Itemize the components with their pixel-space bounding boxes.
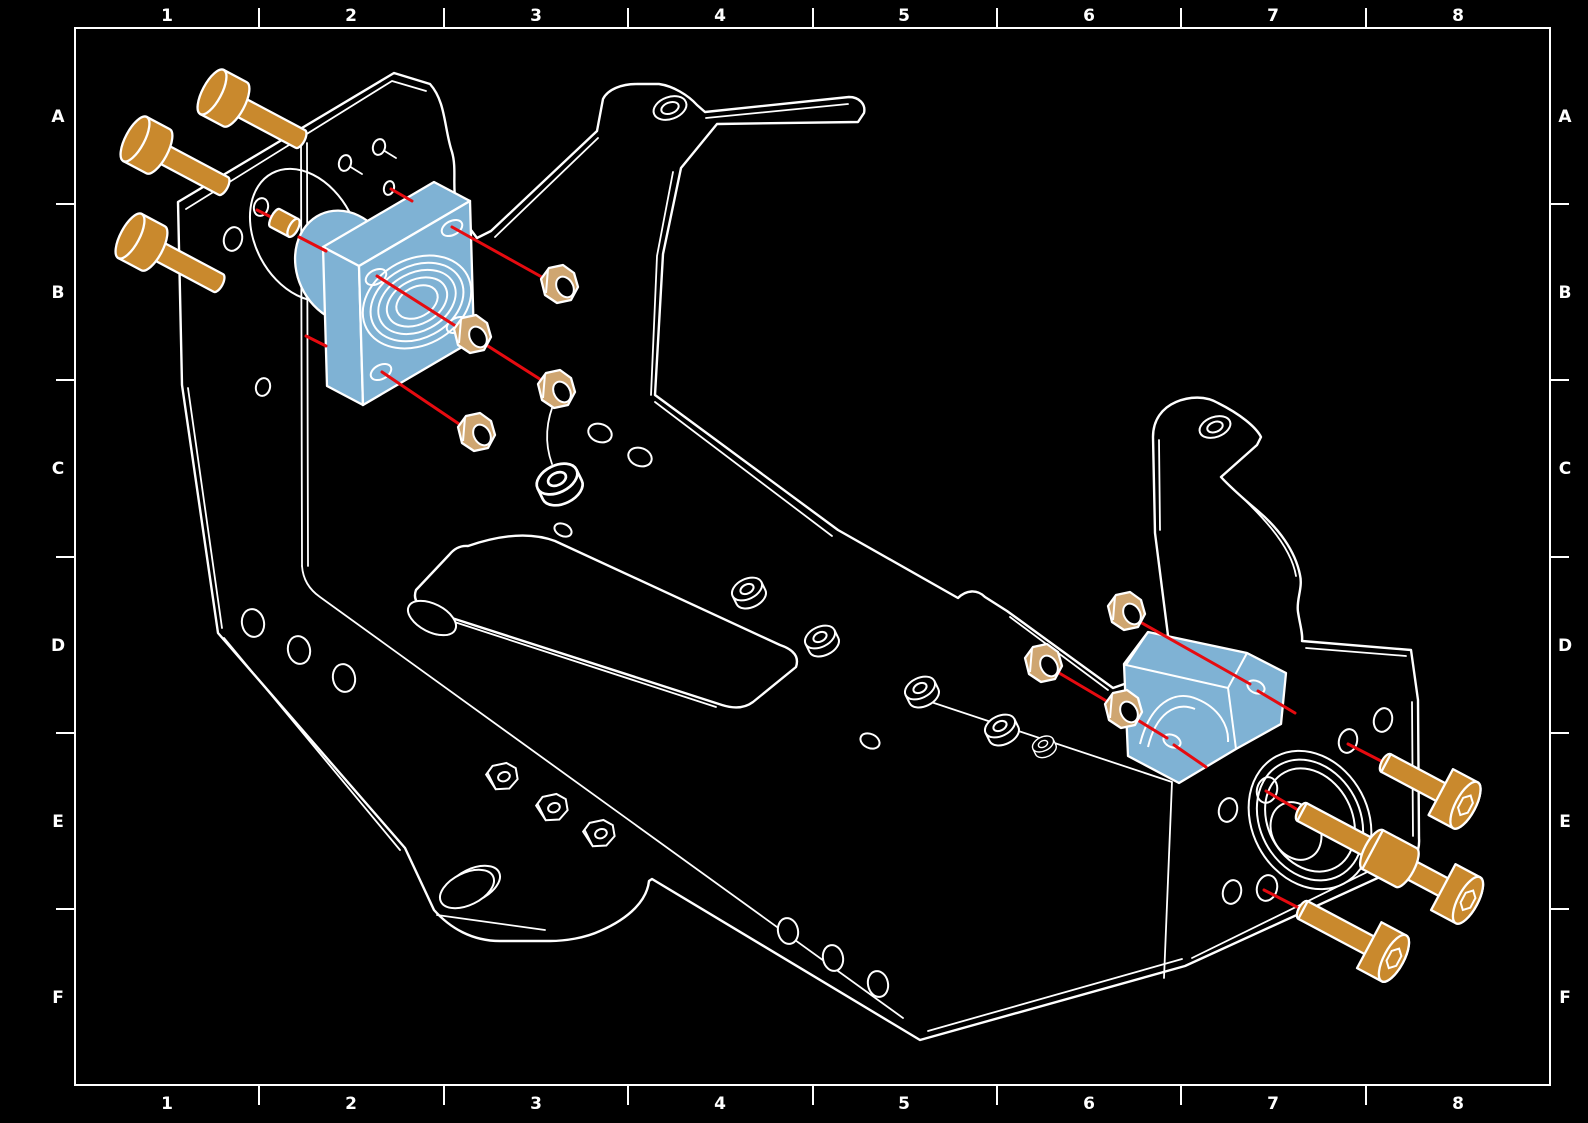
col-label-bottom-6: 6 bbox=[1083, 1094, 1095, 1114]
zone-ticks bbox=[56, 8, 1569, 1105]
hex-nut bbox=[539, 263, 580, 305]
col-label-top-1: 1 bbox=[161, 6, 173, 26]
washers bbox=[535, 462, 1057, 759]
cap-screw bbox=[1295, 899, 1411, 983]
spacer bbox=[268, 208, 301, 239]
col-label-top-4: 4 bbox=[714, 6, 726, 26]
row-label-left-d: D bbox=[51, 636, 65, 656]
row-label-left-e: E bbox=[52, 812, 64, 832]
row-label-right-f: F bbox=[1559, 988, 1571, 1008]
chassis-silhouette bbox=[176, 71, 1421, 1042]
hex-nuts bbox=[452, 263, 1147, 730]
col-label-bottom-8: 8 bbox=[1452, 1094, 1464, 1114]
washer bbox=[983, 713, 1020, 747]
bearing-boss bbox=[1247, 749, 1373, 891]
white-nuts bbox=[484, 761, 616, 848]
col-label-top-5: 5 bbox=[898, 6, 910, 26]
row-label-right-a: A bbox=[1558, 107, 1572, 127]
tab-holes bbox=[439, 95, 1232, 910]
flange-bearing-block bbox=[293, 180, 476, 407]
hex-nut bbox=[536, 368, 577, 410]
cap-screw bbox=[196, 68, 308, 150]
col-label-bottom-1: 1 bbox=[161, 1094, 173, 1114]
cap-screw bbox=[1294, 801, 1485, 925]
explosion-lines bbox=[255, 187, 1385, 910]
grid-labels: 1 2 3 4 5 6 7 8 1 2 3 4 5 6 7 8 A B C D … bbox=[51, 6, 1572, 1114]
washer bbox=[903, 675, 940, 709]
row-label-right-c: C bbox=[1559, 459, 1571, 479]
col-label-top-2: 2 bbox=[345, 6, 357, 26]
bearing-blocks bbox=[293, 180, 1288, 785]
col-label-bottom-5: 5 bbox=[898, 1094, 910, 1114]
col-label-bottom-3: 3 bbox=[530, 1094, 542, 1114]
hex-nut bbox=[1023, 642, 1064, 684]
drawing-frame: 1 2 3 4 5 6 7 8 1 2 3 4 5 6 7 8 A B C D … bbox=[51, 6, 1572, 1114]
col-label-bottom-4: 4 bbox=[714, 1094, 726, 1114]
deck-cutout-lip bbox=[435, 615, 717, 708]
chassis-fold-lines bbox=[185, 80, 1414, 1032]
row-label-left-c: C bbox=[52, 459, 64, 479]
white-nut bbox=[581, 818, 616, 848]
washer bbox=[730, 576, 767, 610]
washer bbox=[535, 462, 584, 507]
white-nut bbox=[484, 761, 519, 791]
spacer-sleeve bbox=[1358, 828, 1420, 889]
row-label-left-f: F bbox=[52, 988, 64, 1008]
hex-nut bbox=[452, 313, 493, 355]
row-label-left-b: B bbox=[52, 283, 65, 303]
washer bbox=[1031, 735, 1057, 759]
border-rect bbox=[74, 27, 1551, 1086]
row-label-right-b: B bbox=[1559, 283, 1572, 303]
row-label-left-a: A bbox=[51, 107, 65, 127]
hex-socket-icon bbox=[1385, 947, 1403, 970]
col-label-bottom-7: 7 bbox=[1267, 1094, 1279, 1114]
hex-nut bbox=[456, 411, 497, 453]
hex-socket-icon bbox=[1459, 889, 1477, 912]
chassis bbox=[176, 71, 1421, 1042]
row-label-right-d: D bbox=[1558, 636, 1572, 656]
white-nut bbox=[534, 792, 569, 822]
row-label-right-e: E bbox=[1559, 812, 1571, 832]
washer bbox=[803, 624, 840, 658]
chassis-holes bbox=[222, 138, 1394, 998]
flange-block-bore bbox=[361, 254, 473, 350]
deck-cutout bbox=[413, 534, 799, 709]
cap-screws bbox=[114, 68, 1485, 983]
col-label-top-6: 6 bbox=[1083, 6, 1095, 26]
col-label-bottom-2: 2 bbox=[345, 1094, 357, 1114]
cap-screw bbox=[119, 115, 231, 197]
col-label-top-8: 8 bbox=[1452, 6, 1464, 26]
hex-nut bbox=[1103, 688, 1144, 730]
cap-screw bbox=[1378, 752, 1482, 830]
hex-nut bbox=[1106, 590, 1147, 632]
hex-socket-icon bbox=[1456, 794, 1474, 817]
cap-screw bbox=[114, 212, 226, 294]
col-label-top-7: 7 bbox=[1267, 6, 1279, 26]
col-label-top-3: 3 bbox=[530, 6, 542, 26]
